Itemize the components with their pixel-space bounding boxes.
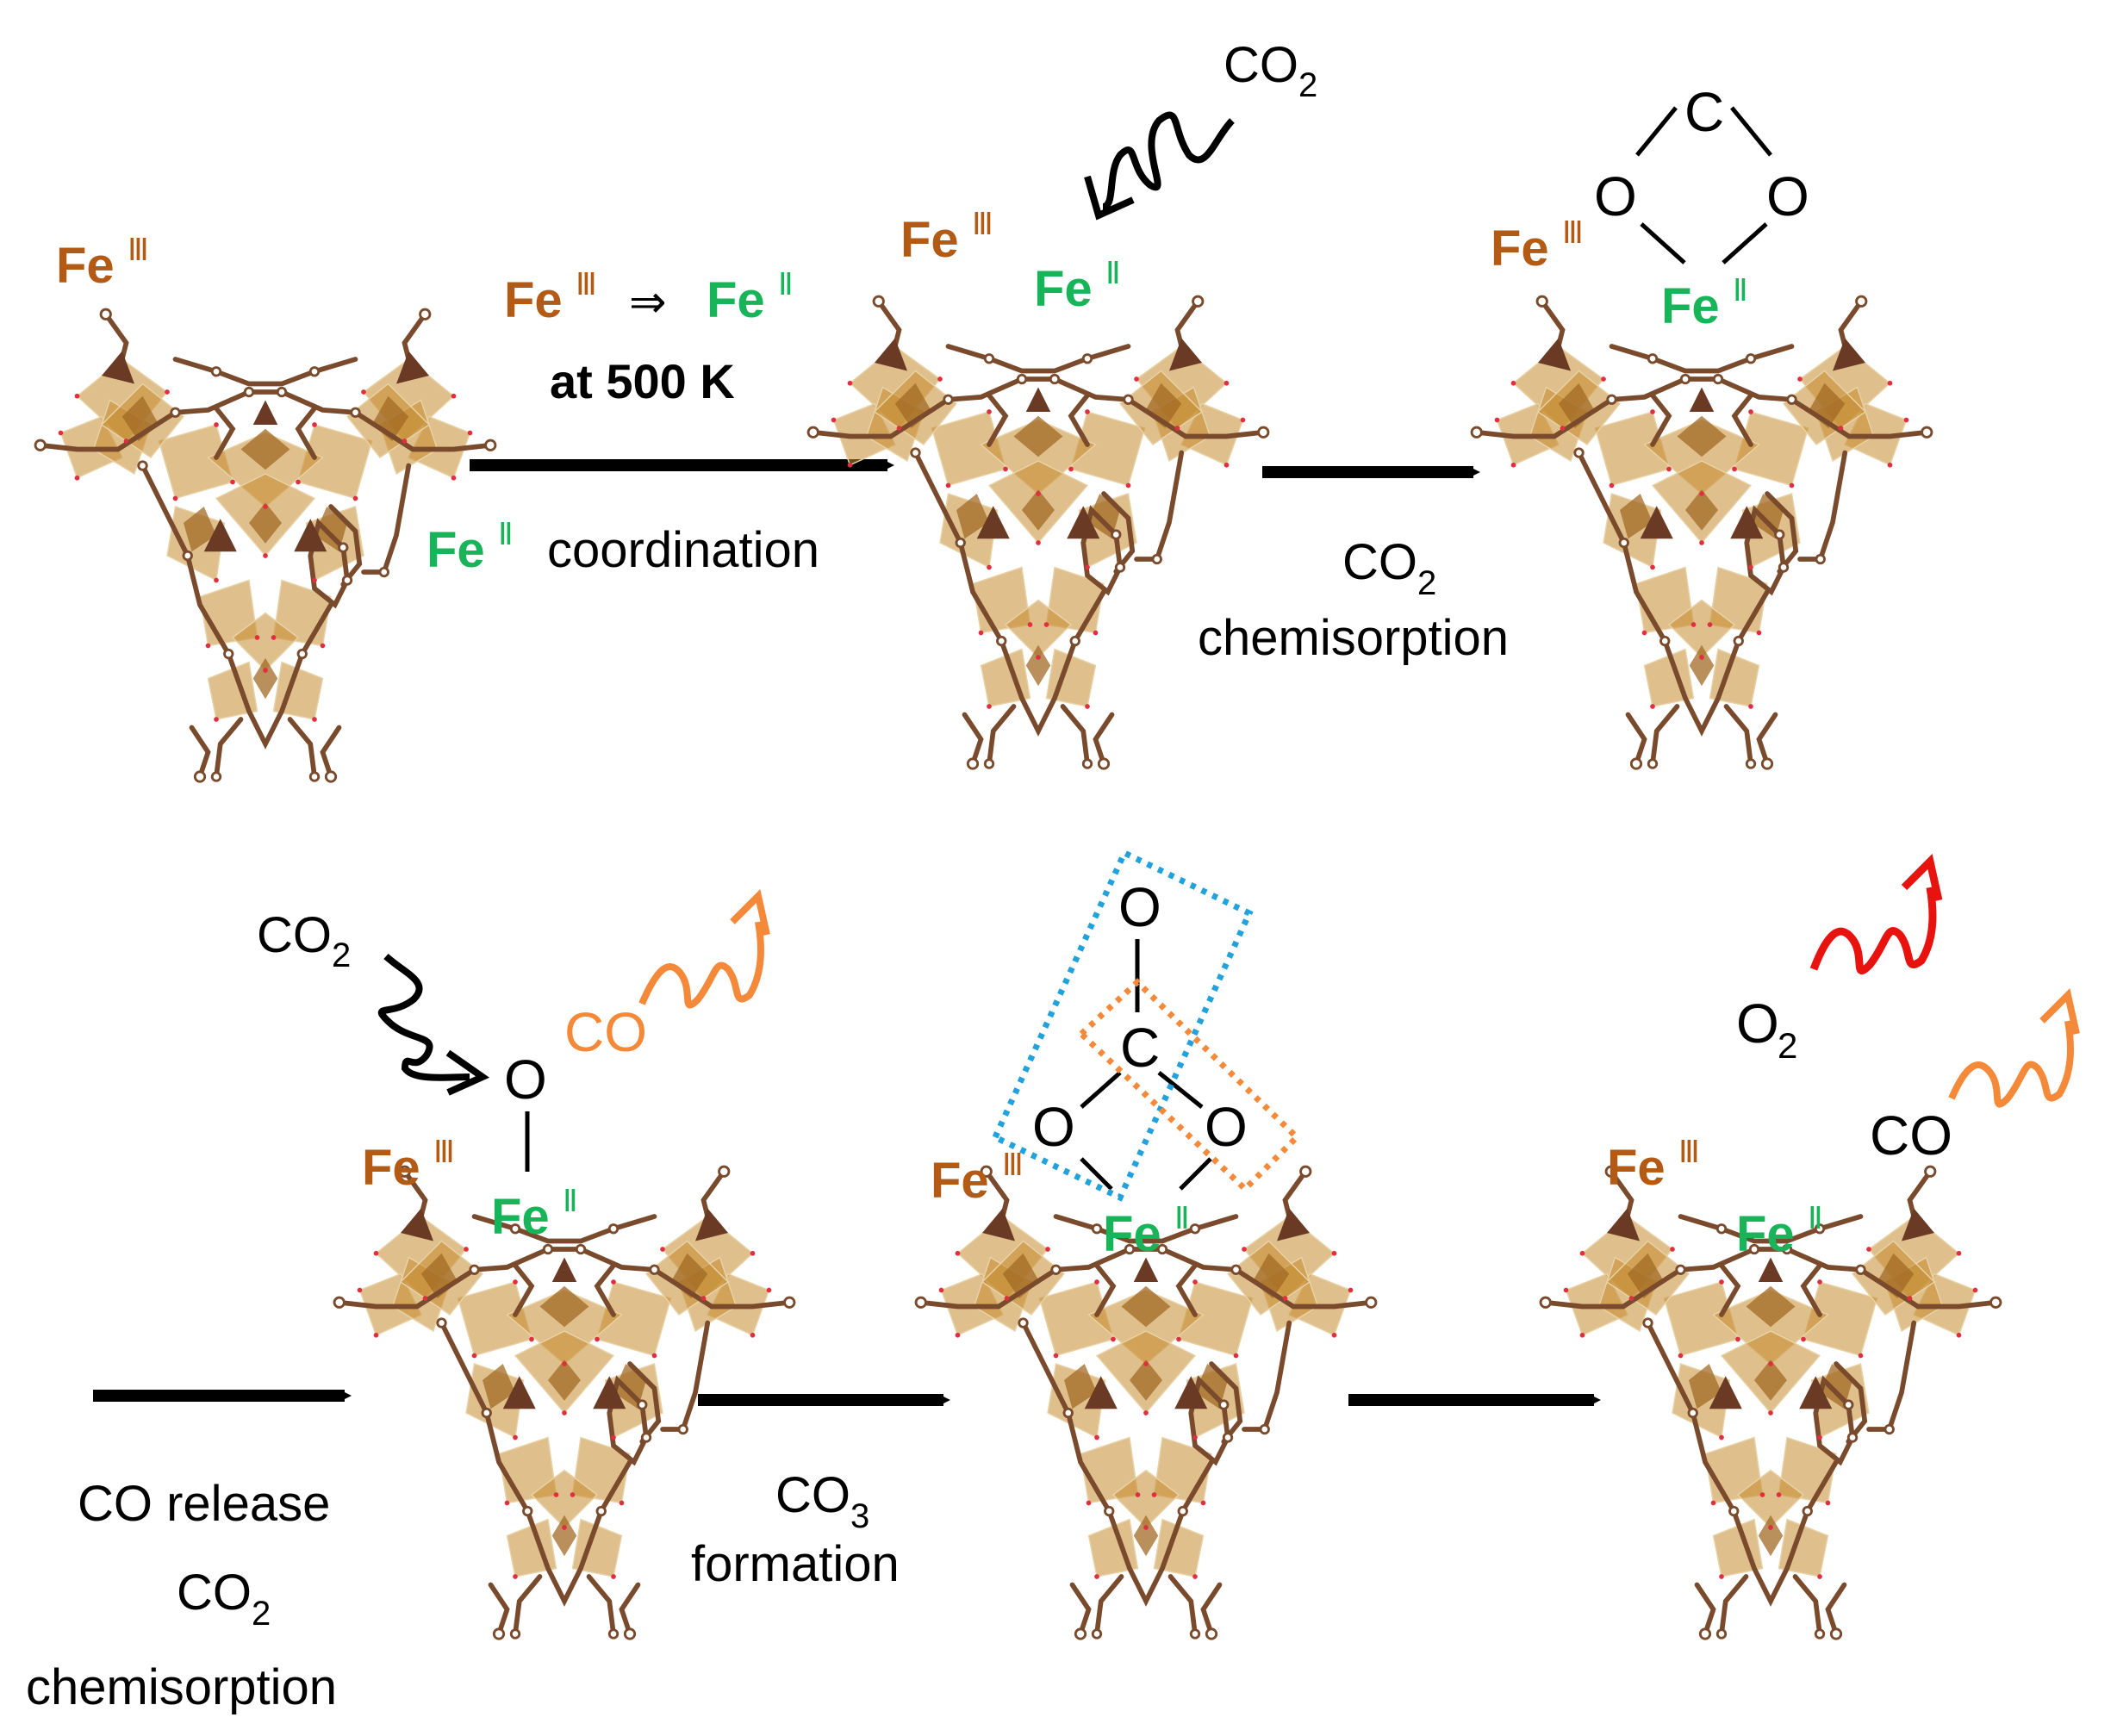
co2-incoming-arrowhead-1	[1084, 175, 1135, 221]
fe2-label-arrow: Fe	[707, 272, 765, 328]
fe2-label-2: Fe	[1034, 261, 1093, 317]
fe2-label-6: Fe	[1736, 1206, 1795, 1262]
formation-label: formation	[691, 1536, 900, 1592]
fe3-label-4: Fe	[362, 1140, 420, 1196]
co3-label: CO	[775, 1467, 850, 1523]
co-release-wave-1	[638, 921, 764, 1009]
fe3-roman-arrow: Ⅲ	[576, 266, 597, 302]
chemisorption-label-1: chemisorption	[1198, 610, 1509, 666]
fe2-roman-arrow: Ⅱ	[778, 266, 794, 302]
atom-o-carbonate-right: O	[1205, 1096, 1248, 1158]
fe3-label-1: Fe	[56, 238, 115, 294]
chemisorption-label-2: chemisorption	[26, 1659, 337, 1715]
co-released-label-2: CO	[1870, 1104, 1952, 1167]
co2-incoming-wave-1	[1101, 111, 1235, 210]
co2-sub-arrow3: 2	[252, 1595, 271, 1633]
co2-label-bottom: CO	[257, 907, 332, 963]
co2-label-arrow2: CO	[1342, 534, 1417, 590]
co2-sub-arrow2: 2	[1417, 564, 1436, 602]
fe3-roman-1: Ⅲ	[128, 232, 149, 267]
o2-label-o: O	[1736, 992, 1779, 1055]
co2-sub-bottom: 2	[332, 936, 351, 974]
fe2-roman-4: Ⅱ	[563, 1183, 578, 1218]
fe3-roman-3: Ⅲ	[1562, 215, 1584, 250]
fe2-label-4: Fe	[491, 1189, 550, 1245]
fe2-roman-6: Ⅱ	[1808, 1200, 1823, 1235]
atom-o-carbonate-top: O	[1118, 876, 1161, 938]
fe2-roman-5: Ⅱ	[1174, 1200, 1190, 1235]
fe2-roman-2: Ⅱ	[1105, 255, 1121, 290]
atom-c-carbonate: C	[1120, 1017, 1160, 1079]
co2-sub-top: 2	[1298, 66, 1317, 104]
atom-o-carbonate-left: O	[1032, 1096, 1075, 1158]
co-highlight-box	[1076, 978, 1301, 1193]
co2-label-top: CO	[1224, 37, 1298, 93]
atom-o-left-top: O	[1594, 165, 1637, 227]
atom-o-monodentate: O	[504, 1048, 547, 1111]
fe2-label-3: Fe	[1661, 278, 1720, 334]
mof-structure-3	[1472, 296, 1932, 768]
co-released-label-1: CO	[564, 1001, 647, 1063]
co-release-label: CO release	[78, 1476, 330, 1532]
fe2-roman-coord: Ⅱ	[498, 516, 514, 551]
coordination-label: coordination	[547, 522, 819, 578]
o2-highlight-box	[991, 849, 1254, 1202]
o2-release-arrowhead	[1901, 854, 1943, 901]
fe2-label-coord: Fe	[427, 522, 485, 578]
mof-structure-2	[808, 296, 1268, 768]
co-release-wave-2	[1948, 1020, 2074, 1108]
fe3-label-arrow: Fe	[504, 272, 563, 328]
o2-release-wave	[1809, 887, 1937, 974]
co2-incoming-wave-2	[377, 954, 470, 1081]
atom-c-top: C	[1684, 81, 1724, 143]
fe2-roman-3: Ⅱ	[1733, 272, 1748, 308]
fe3-roman-4: Ⅲ	[433, 1134, 455, 1169]
fe3-label-3: Fe	[1491, 221, 1549, 277]
reduction-arrow-symbol: ⇒	[629, 277, 667, 327]
fe3-label-2: Fe	[900, 212, 959, 268]
o2-label-sub: 2	[1778, 1025, 1797, 1066]
atom-o-right-top: O	[1766, 165, 1809, 227]
co-release-arrowhead-1	[730, 889, 770, 936]
fe3-label-5: Fe	[931, 1153, 989, 1209]
co2-incoming-arrowhead-2	[445, 1049, 490, 1096]
temperature-label: at 500 K	[550, 354, 735, 408]
fe3-roman-2: Ⅲ	[972, 206, 993, 241]
co2-label-arrow3: CO	[177, 1565, 252, 1621]
co2-bonds-top	[1635, 106, 1772, 264]
co3-sub: 3	[850, 1497, 869, 1535]
fe3-roman-5: Ⅲ	[1002, 1147, 1024, 1182]
fe3-roman-6: Ⅲ	[1678, 1134, 1700, 1169]
fe2-label-5: Fe	[1103, 1206, 1161, 1262]
carbonate-bonds	[1080, 939, 1212, 1191]
co-release-arrowhead-2	[2039, 988, 2080, 1035]
fe3-label-6: Fe	[1607, 1140, 1666, 1196]
